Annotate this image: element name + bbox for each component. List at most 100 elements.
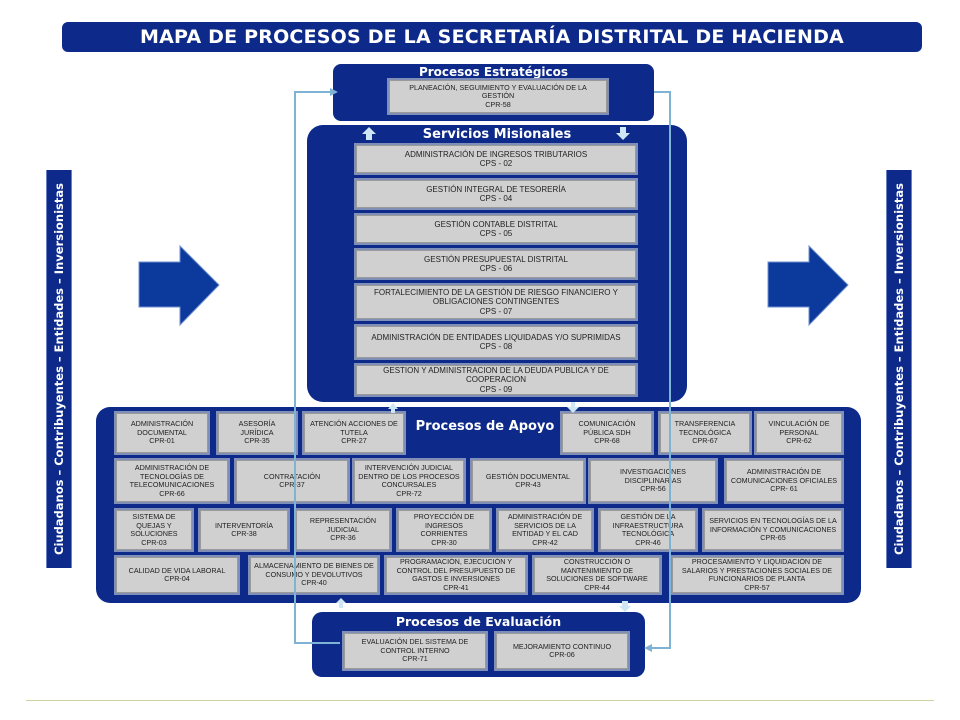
up-arrow-icon: [362, 127, 376, 140]
process-name: PROCESAMIENTO Y LIQUIDACIÓN DE SALARIOS …: [681, 557, 833, 583]
process-box[interactable]: ALMACENAMIENTO DE BIENES DE CONSUMO Y DE…: [248, 555, 380, 595]
process-code: CPR-37: [279, 480, 305, 489]
process-name: PROGRAMACIÓN, EJECUCIÓN Y CONTROL DEL PR…: [396, 557, 516, 583]
process-code: CPS - 04: [479, 194, 513, 203]
process-box[interactable]: SERVICIOS EN TECNOLOGÍAS DE LA INFORMACI…: [702, 508, 844, 552]
process-code: CPR-36: [330, 533, 356, 543]
process-box[interactable]: FORTALECIMIENTO DE LA GESTIÓN DE RIESGO …: [354, 283, 638, 321]
feedback-loop-right: [644, 91, 671, 652]
process-name: GESTIÓN PRESUPUESTAL DISTRITAL: [424, 254, 568, 264]
process-code: CPR-38: [231, 529, 257, 538]
process-box[interactable]: EVALUACIÓN DEL SISTEMA DE CONTROL INTERN…: [342, 631, 488, 671]
process-box[interactable]: ADMINISTRACIÓN DE SERVICIOS DE LA ENTIDA…: [496, 508, 594, 552]
process-name: PROYECCIÓN DE INGRESOS CORRIENTES: [413, 512, 475, 538]
process-code: CPR-58: [485, 99, 511, 109]
process-name: INVESTIGACIONES DISCIPLINARIAS: [620, 467, 686, 485]
process-name: ADMINISTRACIÓN DE TECNOLOGÍAS DE TELECOM…: [129, 463, 215, 489]
panel-estrategicos-title: Procesos Estratégicos: [418, 65, 569, 79]
arrow-right-icon: [767, 244, 849, 327]
process-code: CPR-30: [431, 537, 457, 547]
process-box[interactable]: ADMINISTRACIÓN DE ENTIDADES LIQUIDADAS Y…: [354, 324, 638, 360]
up-arrow-icon: [336, 598, 346, 608]
process-name: ALMACENAMIENTO DE BIENES DE CONSUMO Y DE…: [254, 561, 374, 579]
down-arrow-icon: [619, 601, 631, 612]
down-arrow-icon: [567, 402, 579, 413]
process-name: MEJORAMIENTO CONTINUO: [512, 641, 612, 651]
process-box[interactable]: PROGRAMACIÓN, EJECUCIÓN Y CONTROL DEL PR…: [384, 555, 528, 595]
process-code: CPR-62: [786, 436, 812, 446]
process-code: CPR-01: [149, 436, 175, 446]
panel-misionales-title: Servicios Misionales: [422, 127, 572, 142]
process-name: ADMINISTRACIÓN DOCUMENTAL: [130, 419, 194, 437]
process-code: CPS - 02: [479, 159, 513, 168]
process-name: GESTION Y ADMINISTRACION DE LA DEUDA PUB…: [383, 365, 609, 385]
process-name: INTERVENCIÓN JUDICIAL DENTRO DE LOS PROC…: [358, 463, 460, 489]
page-title: MAPA DE PROCESOS DE LA SECRETARÍA DISTRI…: [62, 22, 922, 52]
process-code: CPR-46: [635, 537, 661, 547]
process-code: CPS - 09: [479, 384, 513, 394]
process-name: TRANSFERENCIA TECNOLÓGICA: [674, 419, 736, 437]
process-box[interactable]: PROCESAMIENTO Y LIQUIDACIÓN DE SALARIOS …: [670, 555, 844, 595]
process-name: EVALUACIÓN DEL SISTEMA DE CONTROL INTERN…: [361, 637, 469, 655]
process-code: CPS - 05: [479, 229, 513, 238]
process-code: CPR-66: [159, 488, 185, 498]
process-name: GESTIÓN DE LA INFRAESTRUCTURA TECNOLÓGIC…: [612, 512, 684, 538]
process-box[interactable]: GESTION Y ADMINISTRACION DE LA DEUDA PUB…: [354, 363, 638, 397]
process-box[interactable]: ADMINISTRACIÓN DE TECNOLOGÍAS DE TELECOM…: [114, 458, 230, 504]
arrow-left-icon: [138, 244, 220, 327]
process-box[interactable]: CONSTRUCCIÓN O MANTENIMIENTO DE SOLUCION…: [532, 555, 662, 595]
process-name: SERVICIOS EN TECNOLOGÍAS DE LA INFORMACI…: [709, 516, 837, 534]
process-name: ADMINISTRACIÓN DE COMUNICACIONES OFICIAL…: [730, 467, 838, 485]
process-code: CPR-41: [443, 582, 469, 592]
process-box[interactable]: GESTIÓN DE LA INFRAESTRUCTURA TECNOLÓGIC…: [598, 508, 698, 552]
down-arrow-icon: [616, 127, 630, 140]
process-name: ATENCIÓN ACCIONES DE TUTELA: [310, 419, 398, 437]
process-box[interactable]: PLANEACIÓN, SEGUIMIENTO Y EVALUACIÓN DE …: [387, 78, 609, 115]
process-box[interactable]: INTERVENCIÓN JUDICIAL DENTRO DE LOS PROC…: [352, 458, 466, 504]
process-code: CPR-56: [640, 484, 666, 494]
process-code: CPR-65: [760, 533, 786, 543]
process-name: CONSTRUCCIÓN O MANTENIMIENTO DE SOLUCION…: [546, 557, 648, 583]
process-code: CPR-68: [594, 436, 620, 446]
process-name: PLANEACIÓN, SEGUIMIENTO Y EVALUACIÓN DE …: [409, 82, 587, 101]
process-code: CPR-03: [141, 537, 167, 547]
footer-divider: [26, 700, 934, 701]
process-code: CPR-72: [396, 488, 422, 498]
process-code: CPR-71: [402, 654, 428, 664]
panel-apoyo-title: Procesos de Apoyo: [415, 419, 555, 434]
process-code: CPR-42: [532, 537, 558, 547]
process-box[interactable]: ADMINISTRACIÓN DE COMUNICACIONES OFICIAL…: [724, 458, 844, 504]
process-name: GESTIÓN CONTABLE DISTRITAL: [434, 219, 558, 229]
process-name: COMUNICACIÓN PÚBLICA SDH: [578, 419, 636, 437]
process-code: CPR-06: [549, 650, 575, 659]
process-name: CALIDAD DE VIDA LABORAL: [128, 565, 226, 575]
panel-evaluacion-title: Procesos de Evaluación: [395, 614, 562, 629]
process-code: CPR-57: [744, 582, 770, 592]
process-code: CPR-43: [515, 480, 541, 489]
process-name: GESTIÓN INTEGRAL DE TESORERÍA: [426, 184, 566, 194]
process-code: CPS - 06: [479, 264, 513, 273]
process-name: FORTALECIMIENTO DE LA GESTIÓN DE RIESGO …: [374, 287, 618, 307]
process-code: CPR-44: [584, 582, 610, 592]
